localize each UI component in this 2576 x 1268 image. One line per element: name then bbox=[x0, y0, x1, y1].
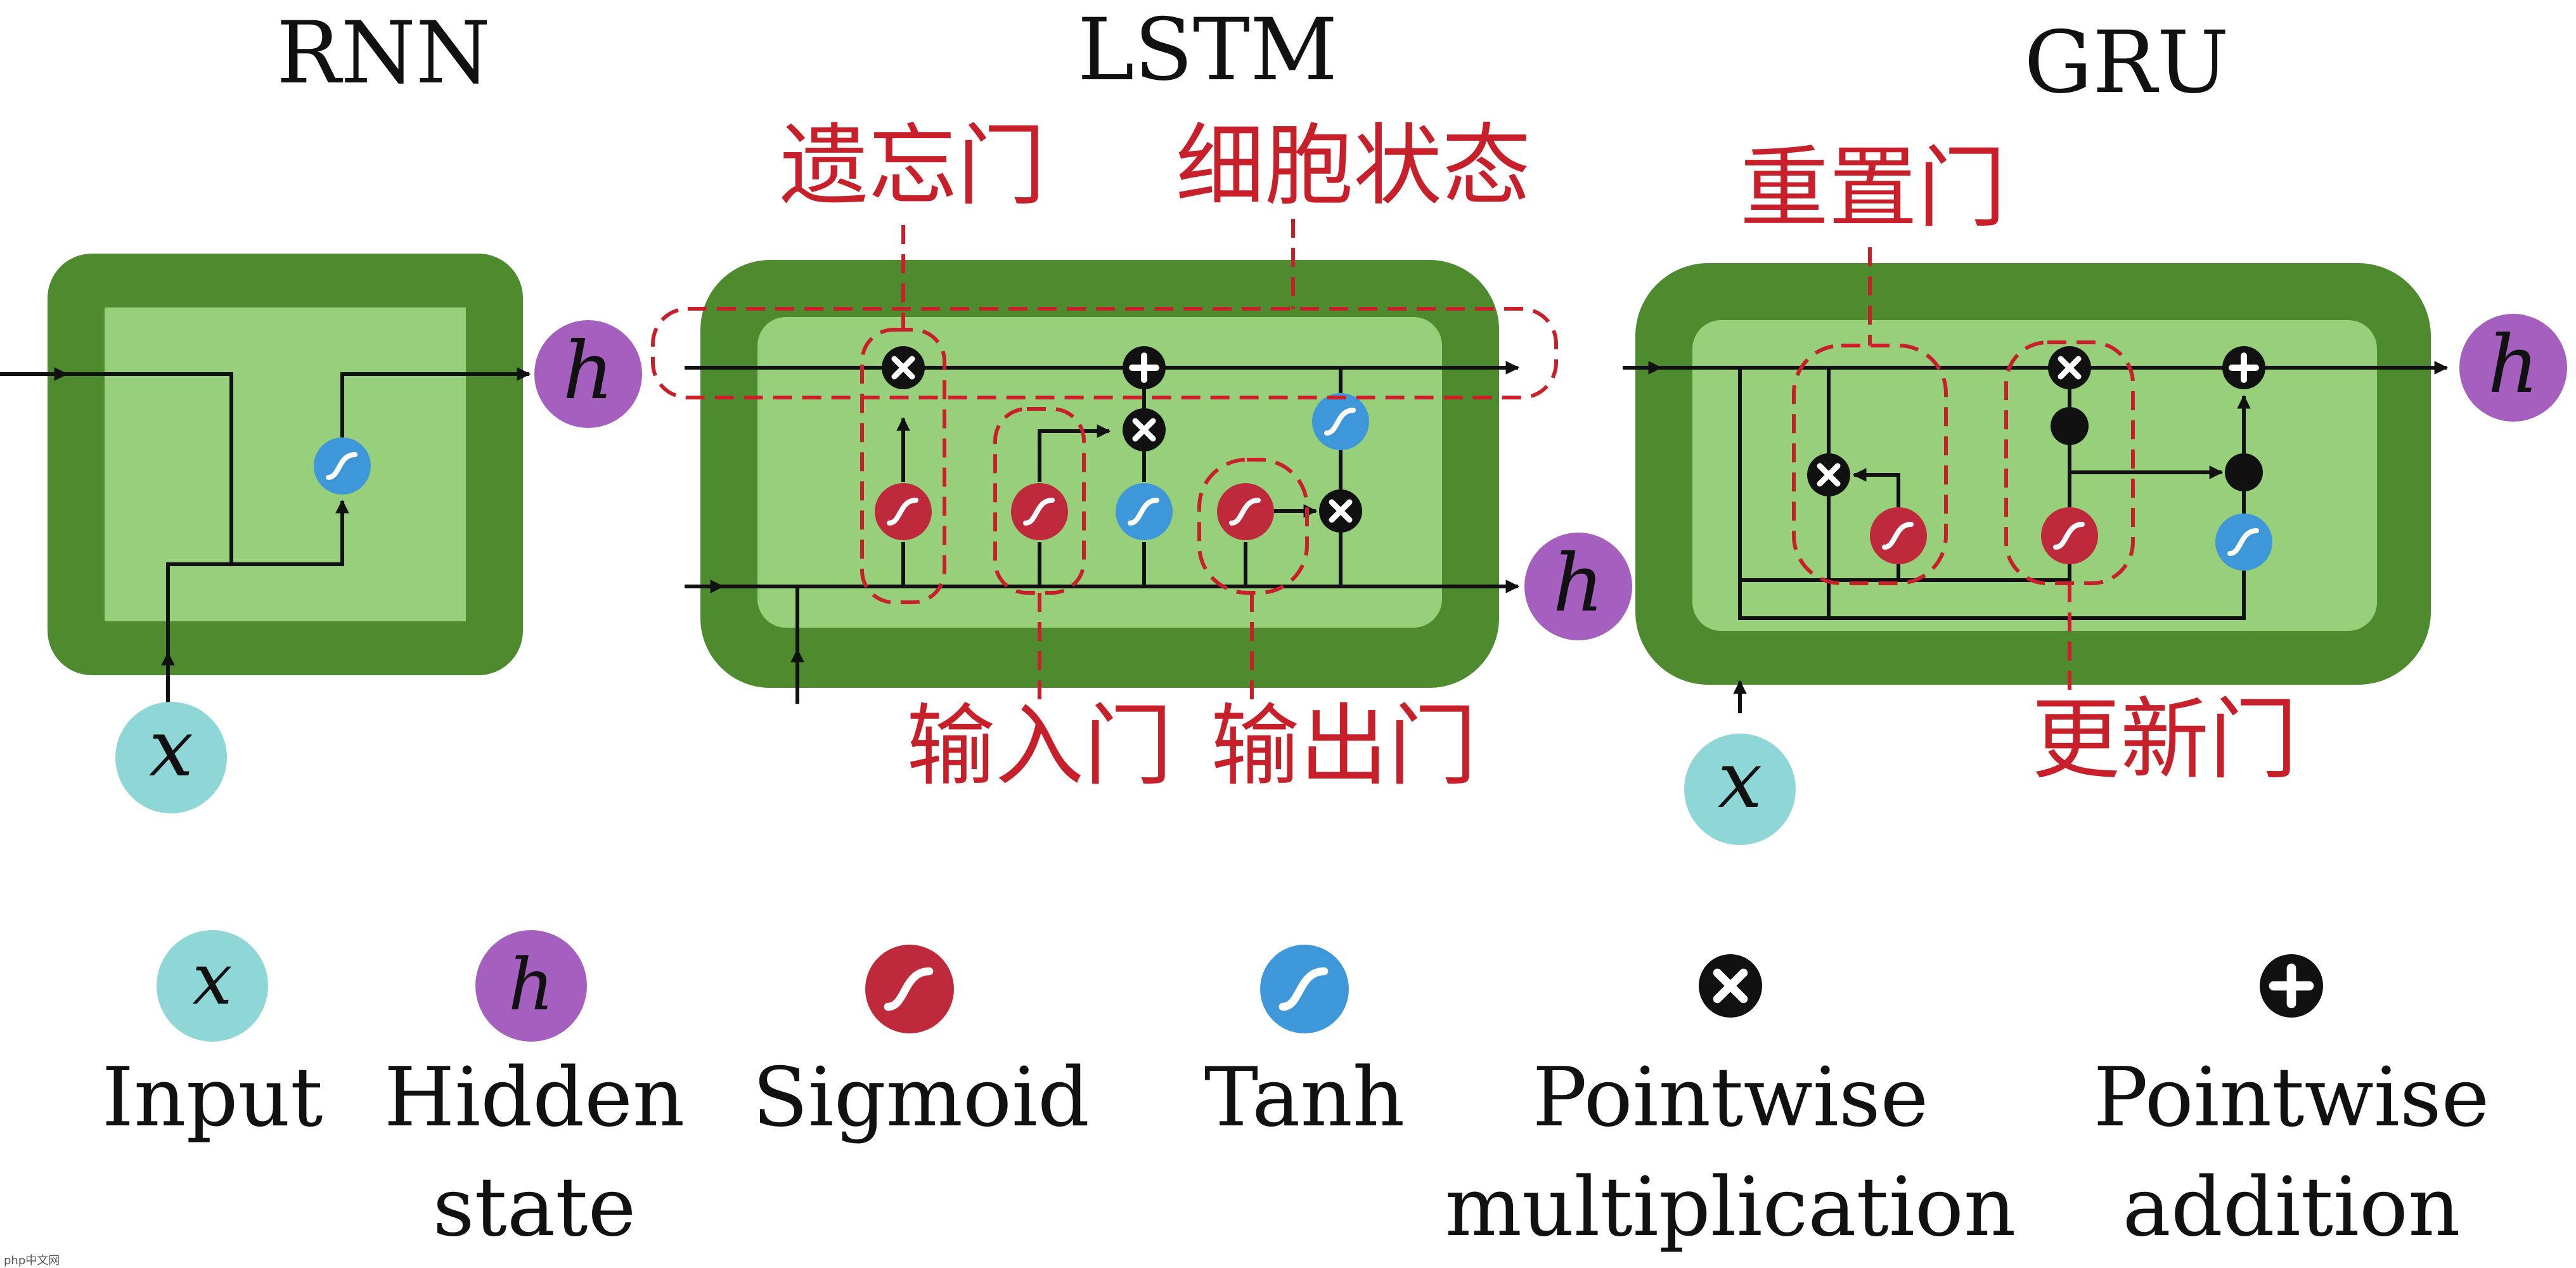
lstm-hidden-out-path bbox=[1339, 533, 1520, 593]
gru-add-icon bbox=[2222, 346, 2265, 389]
gru-title: GRU bbox=[2024, 13, 2229, 112]
rnn-hidden-path bbox=[67, 372, 233, 564]
rnn-hidden-label: h bbox=[563, 325, 614, 417]
legend-multiplication-label-line2: multiplication bbox=[1445, 1160, 2016, 1255]
legend-input-label: Input bbox=[102, 1051, 323, 1145]
rnn-block-inner bbox=[105, 307, 466, 621]
gru-update-sigmoid-icon bbox=[2041, 507, 2098, 564]
lstm-output-tanh-icon bbox=[1312, 393, 1369, 450]
gru-update-junction-1 bbox=[2051, 407, 2089, 445]
lstm-input-gate-highlight bbox=[993, 407, 1086, 595]
watermark: php中文网 bbox=[4, 1254, 60, 1267]
legend-hidden-label-line2: state bbox=[433, 1160, 636, 1255]
rnn-input-path bbox=[166, 499, 349, 672]
rnn-input-node bbox=[115, 702, 227, 813]
gru-concat-line bbox=[1740, 564, 2071, 582]
legend-input-icon bbox=[157, 930, 268, 1042]
lstm-candidate-tanh-icon bbox=[1116, 483, 1173, 540]
gru-hidden-label: h bbox=[2488, 319, 2539, 411]
gru-reset-gate-arrow bbox=[1852, 468, 1900, 507]
legend-sigmoid-icon bbox=[865, 945, 954, 1033]
legend-hidden-label-line1: Hidden bbox=[384, 1051, 685, 1145]
lstm-block-inner bbox=[757, 317, 1442, 628]
lstm-forget-gate-label: 遗忘门 bbox=[780, 115, 1046, 218]
rnn-cell: h x bbox=[0, 254, 642, 813]
gru-update-mult-icon bbox=[2048, 346, 2091, 389]
legend-sigmoid-label: Sigmoid bbox=[752, 1051, 1090, 1145]
lstm-input-sigmoid-icon bbox=[1011, 483, 1068, 540]
rnn-tanh-icon bbox=[314, 437, 371, 495]
legend-multiplication-label-line1: Pointwise bbox=[1533, 1051, 1929, 1145]
gru-input-node bbox=[1684, 734, 1796, 845]
lstm-forget-mult-icon bbox=[882, 346, 925, 389]
lstm-output-sigmoid-icon bbox=[1217, 483, 1274, 540]
lstm-forget-sigmoid-icon bbox=[875, 483, 932, 540]
lstm-cell-state-label: 细胞状态 bbox=[1176, 115, 1531, 218]
legend-hidden-symbol: h bbox=[508, 944, 554, 1026]
legend-input-symbol: x bbox=[192, 938, 232, 1021]
lstm-input-gate-path bbox=[1038, 424, 1111, 482]
lstm-hidden-node bbox=[1524, 533, 1632, 640]
gru-input-bus bbox=[1738, 368, 2246, 620]
legend-addition-label-line1: Pointwise bbox=[2094, 1051, 2490, 1145]
lstm-hidden-label: h bbox=[1553, 538, 1604, 630]
lstm-cell-state-highlight bbox=[651, 307, 1558, 399]
lstm-cell: h 遗忘门 细胞状态 输入门 输出门 bbox=[651, 115, 1632, 798]
gru-update-gate-label: 更新门 bbox=[2032, 689, 2298, 792]
lstm-output-gate-label: 输出门 bbox=[1211, 695, 1477, 798]
rnn-title: RNN bbox=[276, 3, 491, 103]
gru-block-inner bbox=[1692, 320, 2377, 631]
lstm-input-mult-icon bbox=[1123, 408, 1166, 451]
rnn-output-path bbox=[340, 367, 531, 437]
gru-candidate-tanh-icon bbox=[2215, 514, 2272, 571]
lstm-add-icon bbox=[1123, 346, 1166, 389]
gru-reset-gate-label: 重置门 bbox=[1740, 137, 2006, 240]
legend-multiplication-icon bbox=[1699, 954, 1762, 1018]
gru-cell: h x 重置门 更新门 bbox=[1623, 137, 2567, 845]
legend: x Input h Hidden state Sigmoid Tanh Poin… bbox=[102, 930, 2490, 1255]
legend-addition-label-line2: addition bbox=[2123, 1160, 2461, 1255]
lstm-input-gate-label: 输入门 bbox=[906, 695, 1173, 798]
gru-reset-mult-icon bbox=[1807, 453, 1850, 496]
lstm-title: LSTM bbox=[1078, 0, 1337, 100]
legend-hidden-icon bbox=[475, 930, 587, 1042]
gru-hidden-node bbox=[2459, 314, 2567, 422]
gru-reset-sigmoid-icon bbox=[1870, 507, 1927, 564]
gru-input-label: x bbox=[1718, 734, 1763, 826]
rnn-input-label: x bbox=[149, 702, 194, 794]
legend-addition-icon bbox=[2260, 954, 2323, 1018]
legend-tanh-icon bbox=[1260, 945, 1349, 1033]
lstm-output-mult-icon bbox=[1319, 489, 1362, 533]
legend-tanh-label: Tanh bbox=[1204, 1051, 1405, 1145]
rnn-hidden-node bbox=[534, 320, 642, 428]
gru-update-junction-2 bbox=[2225, 453, 2263, 491]
